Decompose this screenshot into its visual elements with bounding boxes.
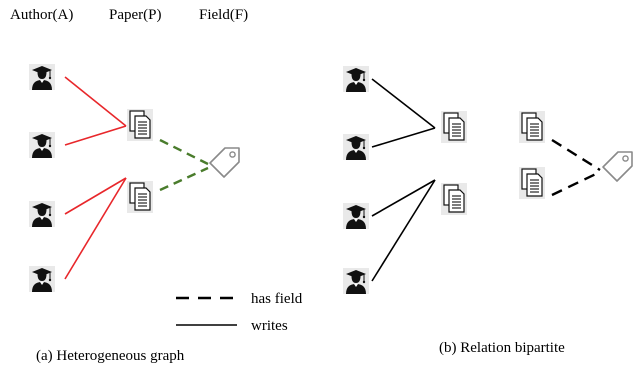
legend-writes: writes	[251, 318, 288, 334]
edges-field-b	[551, 138, 601, 197]
edge-writes	[64, 177, 127, 215]
paper-node-icon	[440, 110, 468, 144]
edge-has-field	[159, 138, 209, 166]
legend-has-field: has field	[251, 291, 303, 307]
header-paper: Paper(P)	[109, 7, 162, 23]
tag-icon	[602, 151, 633, 182]
paper-node-icon	[126, 180, 154, 214]
edges-field-a	[159, 138, 209, 192]
edges-writes-a	[64, 76, 127, 280]
paper-node-icon	[126, 108, 154, 142]
caption-b: (b) Relation bipartite	[439, 340, 565, 356]
author-node-icon	[342, 65, 370, 93]
edge-writes	[371, 179, 436, 217]
edge-writes	[64, 177, 127, 280]
header-field: Field(F)	[199, 7, 249, 23]
edges-writes-b	[371, 78, 436, 282]
author-node-icon	[342, 202, 370, 230]
paper-node-icon	[518, 166, 546, 200]
paper-node-icon	[518, 110, 546, 144]
author-node-icon	[28, 200, 56, 228]
edge-writes	[371, 179, 436, 282]
author-node-icon	[342, 267, 370, 295]
edge-writes	[371, 78, 436, 129]
edge-writes	[64, 125, 127, 146]
author-node-icon	[28, 63, 56, 91]
author-node-icon	[28, 131, 56, 159]
edge-has-field	[551, 138, 601, 172]
author-node-icon	[342, 133, 370, 161]
edge-writes	[371, 127, 436, 148]
edge-writes	[64, 76, 127, 127]
author-node-icon	[28, 265, 56, 293]
edge-has-field	[159, 166, 209, 192]
edge-has-field	[551, 170, 601, 197]
tag-icon	[209, 147, 240, 178]
paper-node-icon	[440, 182, 468, 216]
header-author: Author(A)	[10, 7, 74, 23]
caption-a: (a) Heterogeneous graph	[36, 348, 185, 364]
